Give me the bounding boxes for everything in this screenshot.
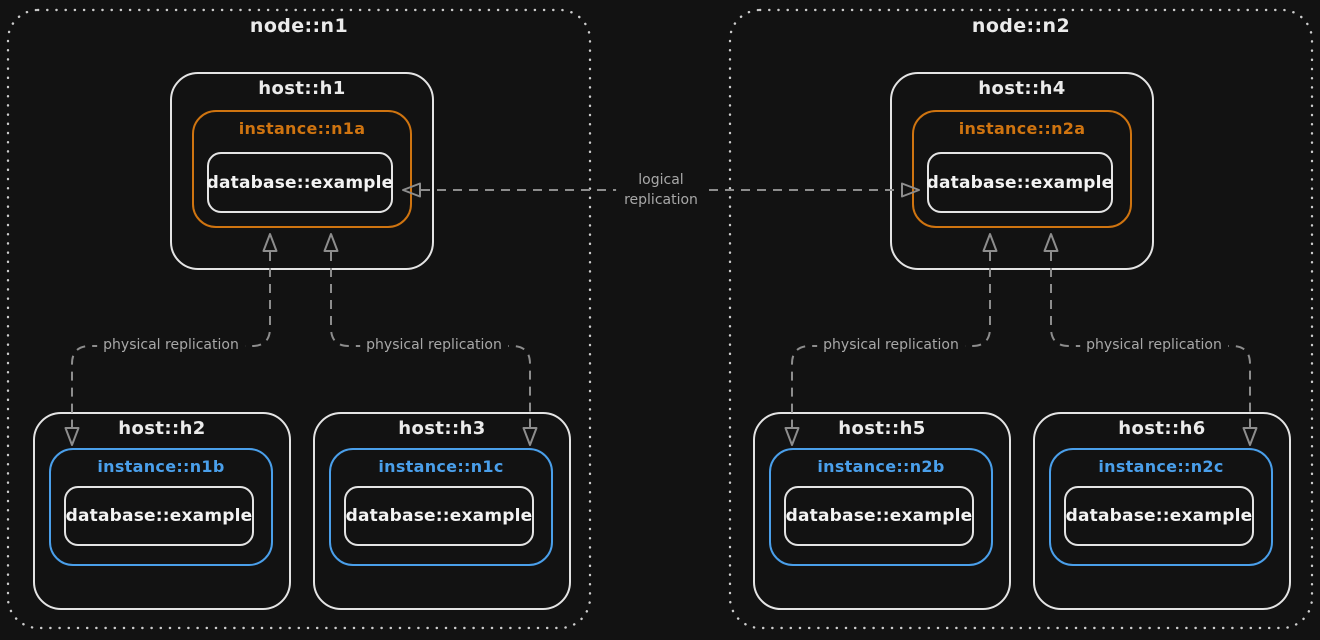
node-n1-title: node::n1 xyxy=(249,15,349,37)
database-example-label-n2c: database::example xyxy=(1065,506,1253,526)
database-example-label-n1a: database::example xyxy=(206,172,394,193)
database-example-box-n2b: database::example xyxy=(784,486,974,546)
node-n2-title: node::n2 xyxy=(971,15,1071,37)
logical-replication-label-line1: logical xyxy=(638,172,684,188)
database-example-label-n2b: database::example xyxy=(785,506,973,526)
physical-replication-label-3: physical replication xyxy=(817,336,965,354)
database-example-label-n2a: database::example xyxy=(926,172,1114,193)
database-example-box-n1b: database::example xyxy=(64,486,254,546)
physical-replication-label-2: physical replication xyxy=(360,336,508,354)
host-h2-box: host::h2 instance::n1b database::example xyxy=(33,412,291,610)
logical-replication-label-line2: replication xyxy=(624,192,698,208)
physical-replication-label-1: physical replication xyxy=(97,336,245,354)
instance-n1b-box: instance::n1b database::example xyxy=(49,448,273,566)
host-h5-title: host::h5 xyxy=(838,418,926,439)
instance-n1a-box: instance::n1a database::example xyxy=(192,110,412,228)
host-h2-title: host::h2 xyxy=(118,418,206,439)
database-example-box-n1c: database::example xyxy=(344,486,534,546)
instance-n1c-box: instance::n1c database::example xyxy=(329,448,553,566)
host-h5-box: host::h5 instance::n2b database::example xyxy=(753,412,1011,610)
instance-n1c-title: instance::n1c xyxy=(378,457,504,476)
database-example-box-n1a: database::example xyxy=(207,152,393,213)
host-h1-box: host::h1 instance::n1a database::example xyxy=(170,72,434,270)
host-h3-title: host::h3 xyxy=(398,418,486,439)
database-example-box-n2c: database::example xyxy=(1064,486,1254,546)
host-h6-title: host::h6 xyxy=(1118,418,1206,439)
host-h1-title: host::h1 xyxy=(258,78,346,99)
database-example-box-n2a: database::example xyxy=(927,152,1113,213)
instance-n1b-title: instance::n1b xyxy=(97,457,225,476)
database-example-label-n1b: database::example xyxy=(65,506,253,526)
logical-replication-label: logical replication xyxy=(616,170,706,210)
instance-n2c-box: instance::n2c database::example xyxy=(1049,448,1273,566)
instance-n2a-box: instance::n2a database::example xyxy=(912,110,1132,228)
instance-n1a-title: instance::n1a xyxy=(238,119,366,138)
host-h4-title: host::h4 xyxy=(978,78,1066,99)
database-example-label-n1c: database::example xyxy=(345,506,533,526)
instance-n2b-title: instance::n2b xyxy=(817,457,945,476)
physical-replication-label-4: physical replication xyxy=(1080,336,1228,354)
instance-n2c-title: instance::n2c xyxy=(1098,457,1224,476)
host-h6-box: host::h6 instance::n2c database::example xyxy=(1033,412,1291,610)
host-h4-box: host::h4 instance::n2a database::example xyxy=(890,72,1154,270)
instance-n2b-box: instance::n2b database::example xyxy=(769,448,993,566)
host-h3-box: host::h3 instance::n1c database::example xyxy=(313,412,571,610)
instance-n2a-title: instance::n2a xyxy=(958,119,1086,138)
